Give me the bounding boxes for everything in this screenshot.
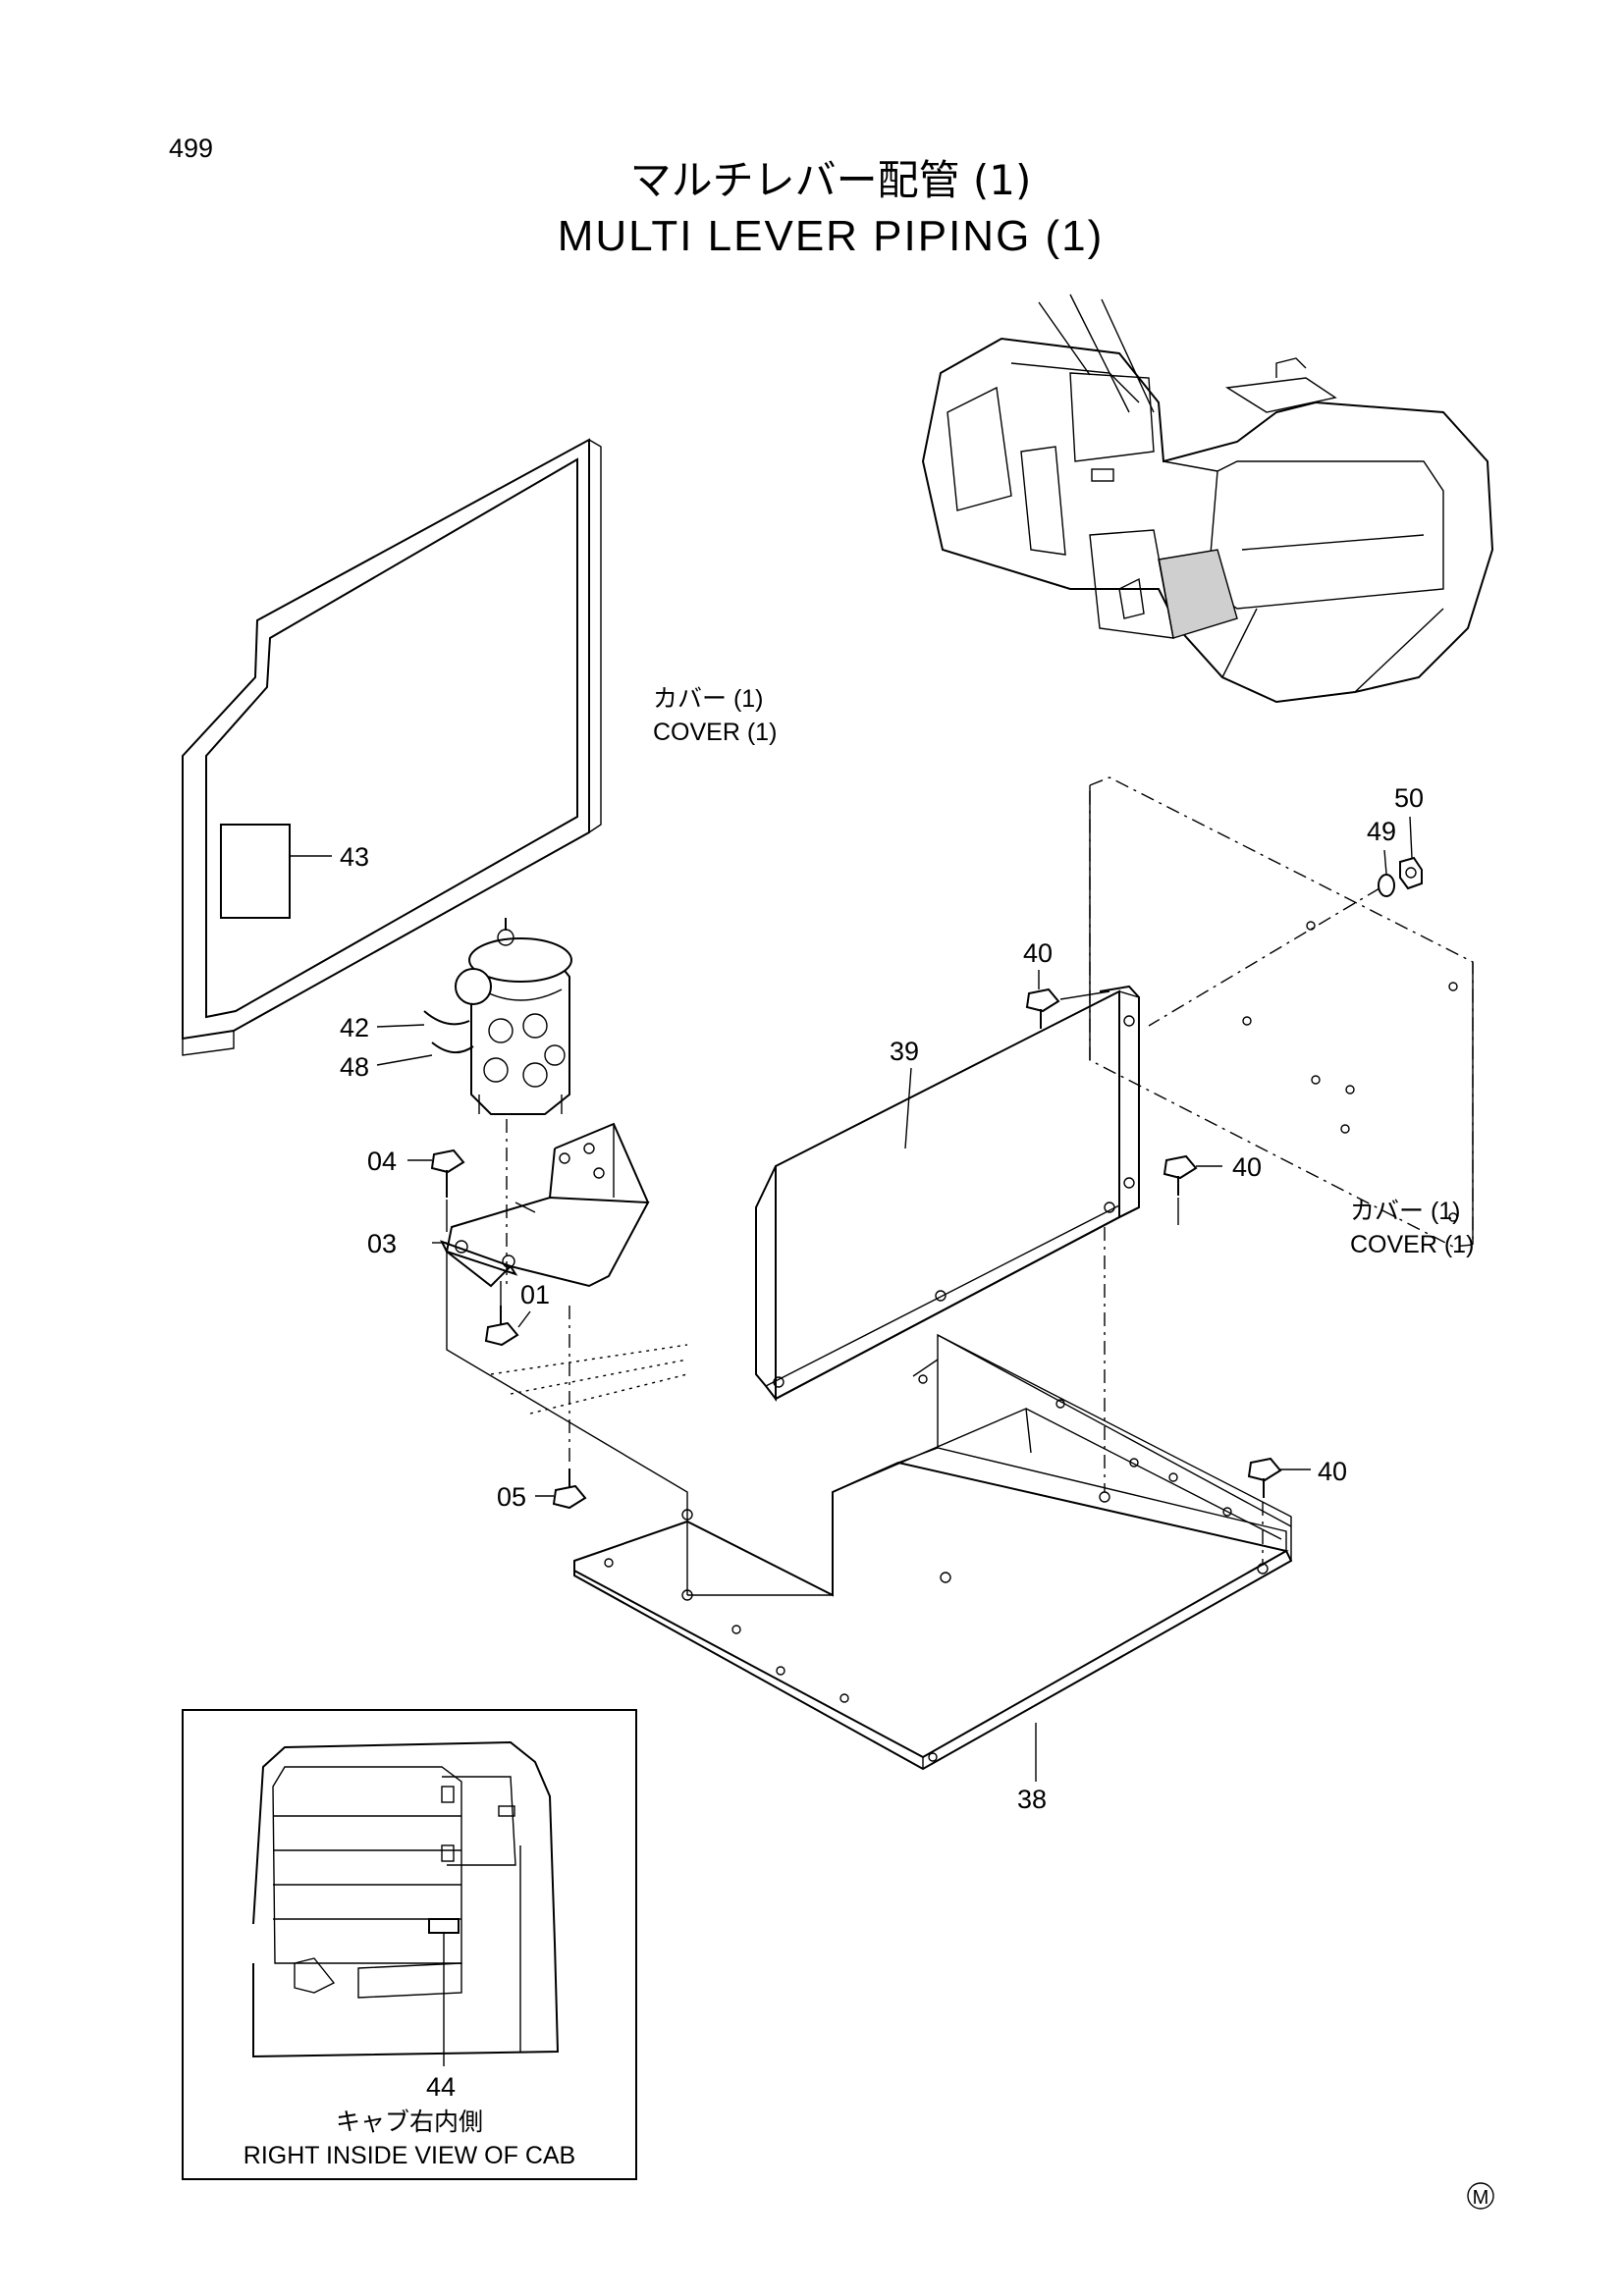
part-label-40-top: 40 [1023,938,1053,968]
bolt-40-top [1025,988,1110,1029]
part-label-38: 38 [1017,1785,1047,1814]
inset-label-jp: キャブ右内側 [336,2109,483,2136]
inset-label-en: RIGHT INSIDE VIEW OF CAB [243,2142,575,2169]
part-label-39: 39 [890,1037,919,1066]
multi-lever-valve [455,918,572,1286]
part-label-03: 03 [367,1229,397,1258]
bolt-04 [407,1148,465,1232]
bolt-40-low [1247,1457,1311,1498]
part-label-48: 48 [340,1052,369,1082]
part-label-40-mid: 40 [1232,1152,1262,1182]
bolt-40-mid [1163,1154,1222,1225]
page-number: 499 [169,133,213,163]
part-label-01: 01 [520,1280,550,1309]
page-title-jp: マルチレバー配管 (1) [630,156,1032,204]
part-label-43: 43 [340,842,369,872]
excavator-overview-illustration [921,294,1494,704]
bracket-03 [439,1122,650,1288]
part-label-04: 04 [367,1147,397,1176]
cover-panel-39 [755,985,1140,1402]
washer-49 [1378,874,1395,897]
cover-upper-label-en: COVER (1) [653,719,777,746]
band-48 [431,1041,474,1053]
nut-50 [1399,856,1423,890]
cover-upper-frame [182,438,602,1056]
part-label-42: 42 [340,1013,369,1042]
part-label-50: 50 [1394,783,1424,813]
corner-mark: M [1473,2187,1489,2209]
bolt-05 [535,1468,587,1510]
band-42 [423,1010,470,1026]
cover-right-label-en: COVER (1) [1350,1231,1474,1258]
bolt-01 [484,1281,531,1347]
corner-mark-circle [1467,2182,1494,2210]
cover-upper-label-jp: カバー (1) [653,685,764,713]
page-title-en: MULTI LEVER PIPING (1) [558,212,1105,260]
cover-right-label-jp: カバー (1) [1350,1198,1461,1225]
decal-44 [428,1918,460,1934]
part-label-44: 44 [426,2072,456,2102]
part-label-05: 05 [497,1482,526,1512]
floor-plate-38 [573,1333,1293,1771]
part-label-40-low: 40 [1318,1457,1347,1486]
decal-43 [220,824,291,919]
cover-right-panel [1089,776,1474,1248]
inset-cab-view [182,1709,637,2180]
part-label-49: 49 [1367,817,1396,846]
